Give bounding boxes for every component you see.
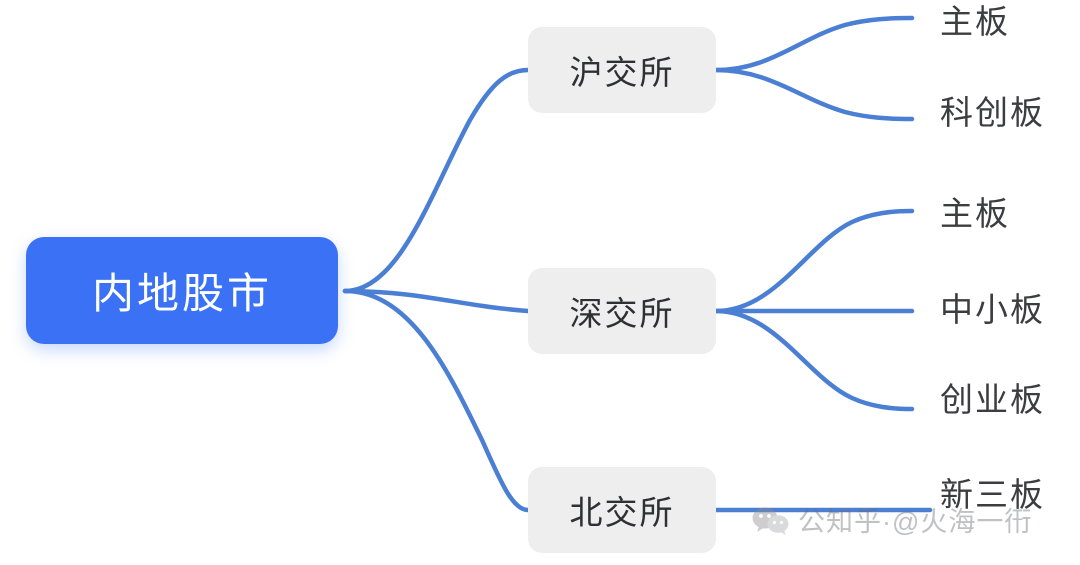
branch-node-beijing[interactable]: 北交所 xyxy=(528,467,716,553)
connector-branch-1-to-leaf-1 xyxy=(713,15,915,73)
leaf-label-shenzhen-sme-board[interactable]: 中小板 xyxy=(940,291,1045,328)
root-node-label: 内地股市 xyxy=(91,270,272,317)
connector-root-to-branch-3 xyxy=(342,288,531,513)
leaf-label-shenzhen-chinext[interactable]: 创业板 xyxy=(940,381,1045,418)
branch-node-label: 沪交所 xyxy=(569,54,675,91)
connector-branch-2-to-leaf-3 xyxy=(713,308,915,412)
branch-node-label: 深交所 xyxy=(569,295,675,332)
branch-node-shenzhen[interactable]: 深交所 xyxy=(528,268,716,354)
wechat-icon xyxy=(752,505,790,535)
connector-root-to-branch-2 xyxy=(342,288,531,314)
leaf-label-shenzhen-main-board[interactable]: 主板 xyxy=(940,195,1010,232)
connector-root-to-branch-1 xyxy=(342,67,531,294)
branch-node-shanghai[interactable]: 沪交所 xyxy=(528,27,716,113)
leaf-label-shanghai-star-market[interactable]: 科创板 xyxy=(940,94,1045,131)
branch-node-label: 北交所 xyxy=(569,494,675,531)
connector-branch-1-to-leaf-2 xyxy=(713,67,915,122)
leaf-label-beijing-neeq[interactable]: 新三板 xyxy=(940,476,1045,513)
leaf-label-shanghai-main-board[interactable]: 主板 xyxy=(940,3,1010,40)
connector-branch-2-to-leaf-1 xyxy=(713,208,915,314)
root-node[interactable]: 内地股市 xyxy=(26,237,338,344)
